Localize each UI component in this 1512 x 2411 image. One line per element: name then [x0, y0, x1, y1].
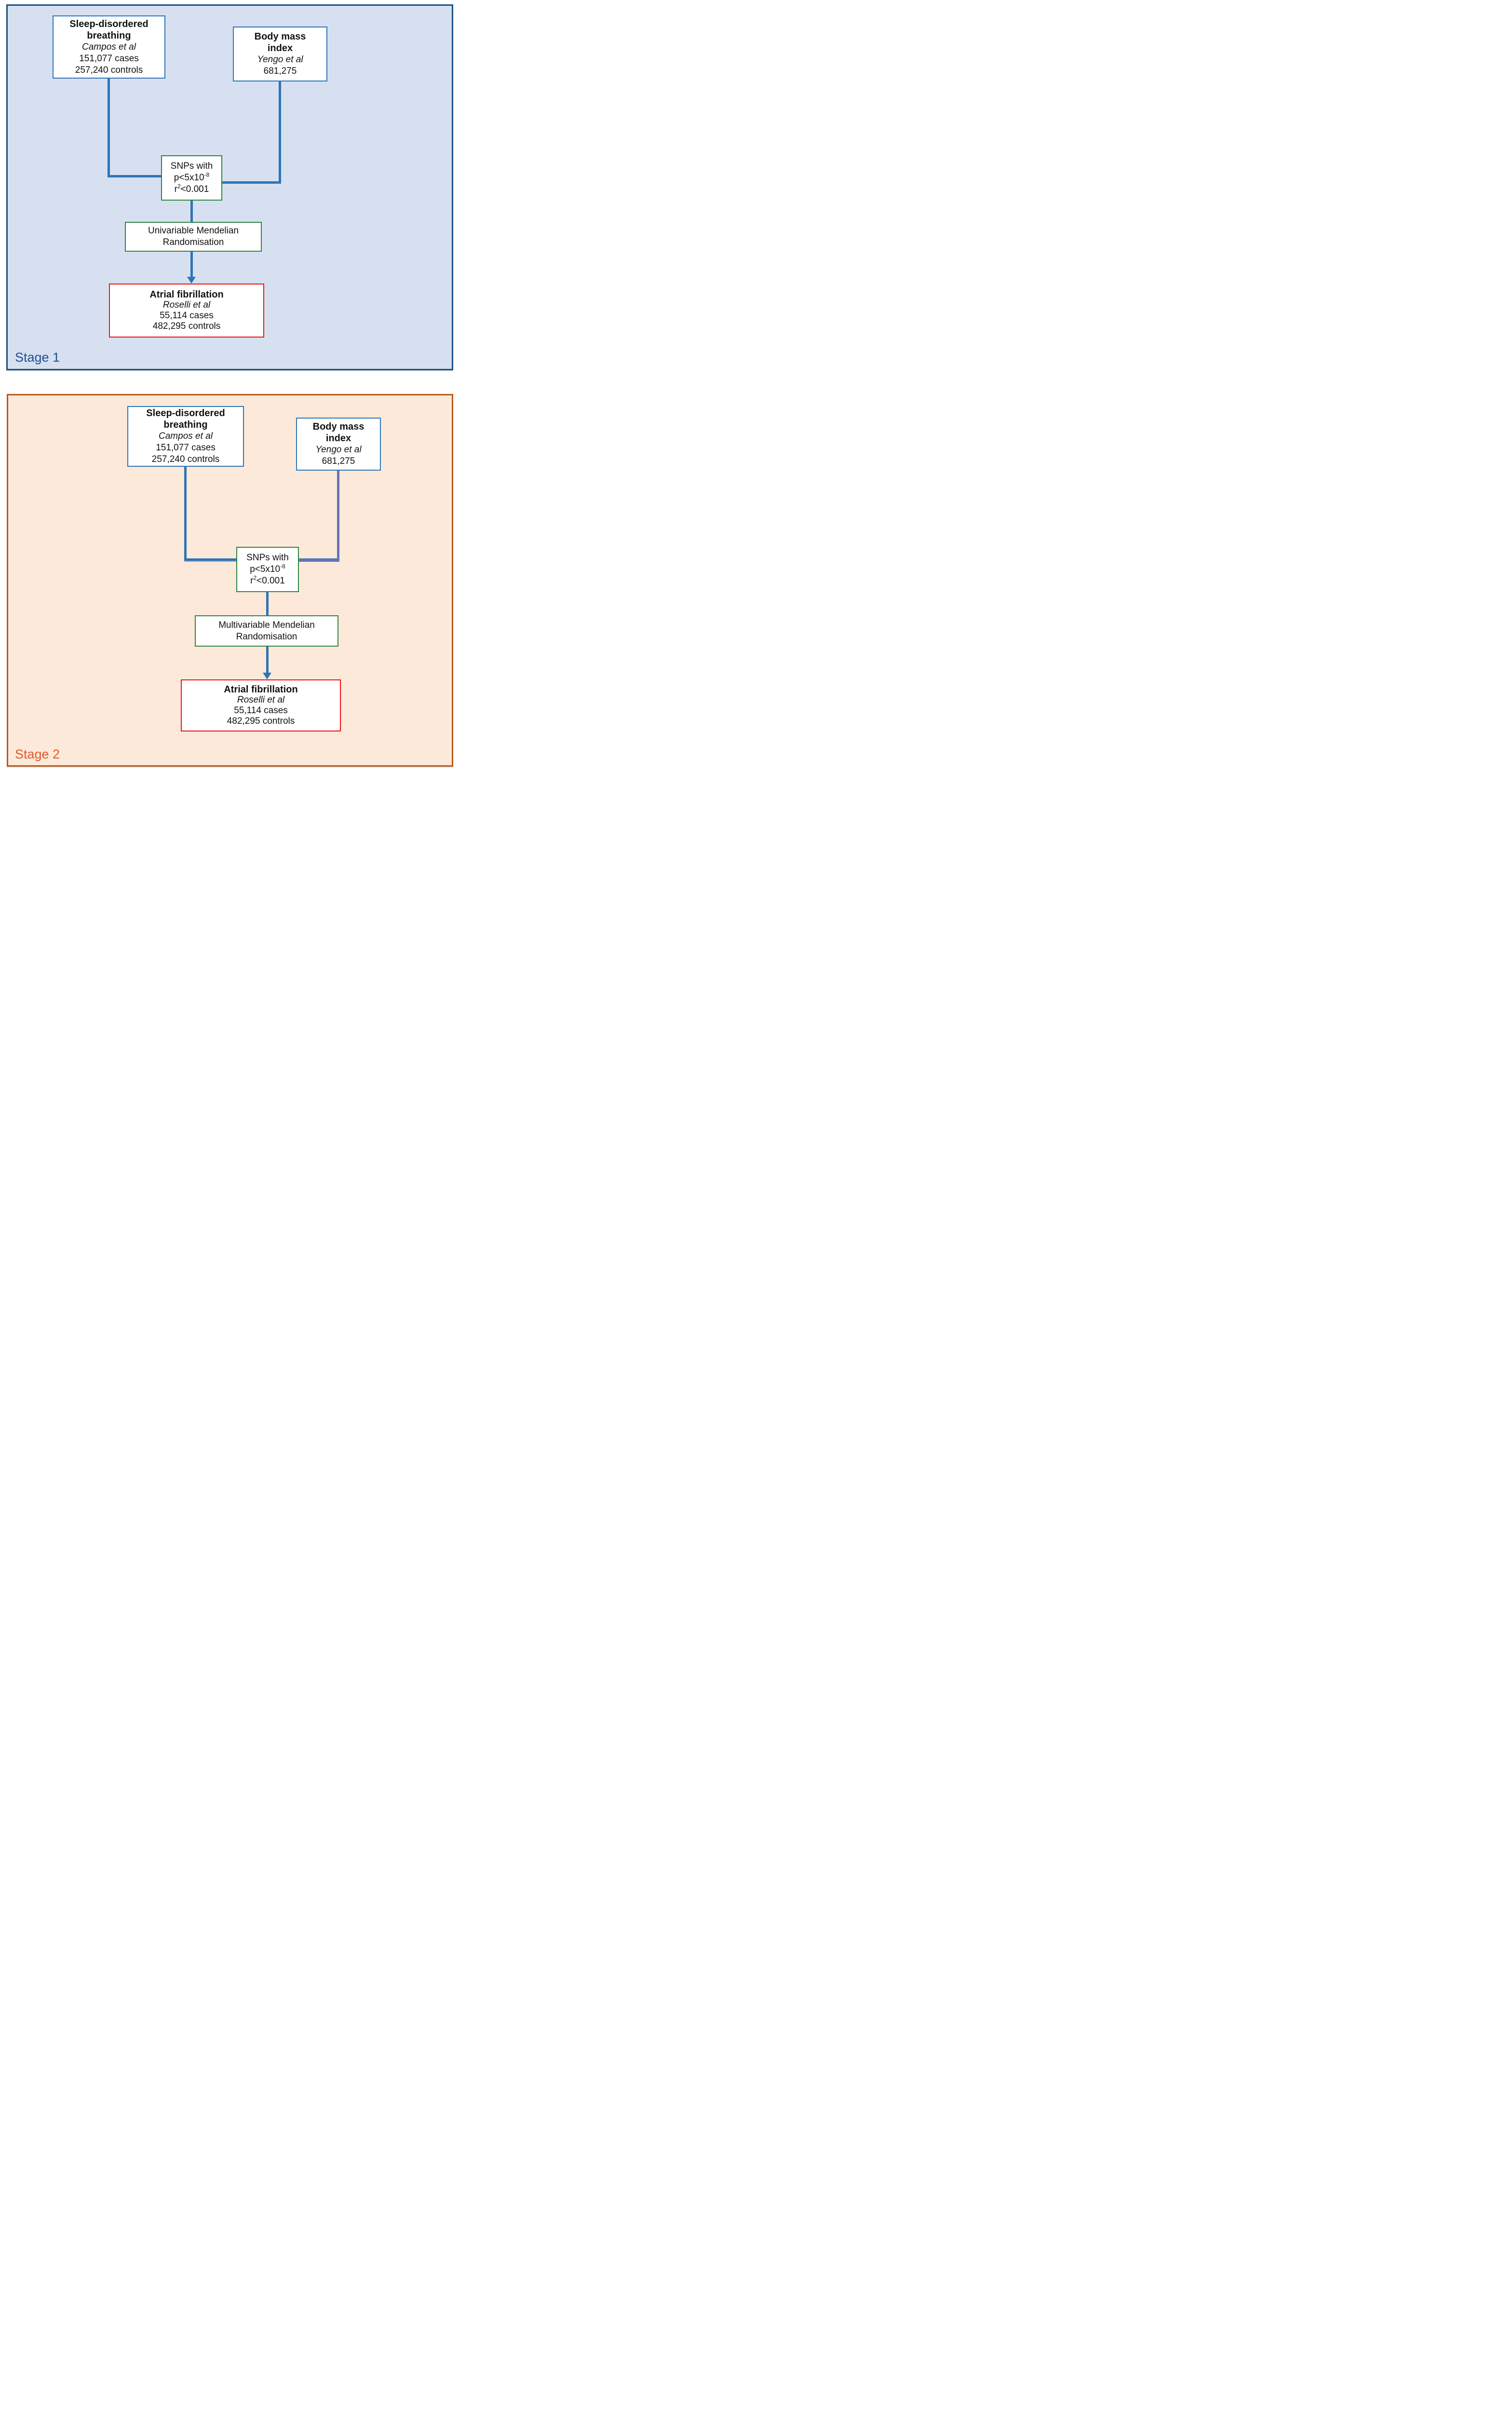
outcome-source: Roselli et al — [237, 695, 285, 705]
connector-method-to-outcome — [266, 647, 269, 673]
snp-line1: SNPs with — [170, 161, 213, 171]
snp-line2: p<5x10-8 — [174, 171, 210, 183]
exposure-n: 681,275 — [263, 66, 297, 76]
exposure-source: Campos et al — [159, 431, 213, 441]
connector-bmi-to-snps-vertical — [337, 471, 339, 561]
snp-line3: r2<0.001 — [174, 183, 209, 194]
atrial-fibrillation-box: Atrial fibrillation Roselli et al 55,114… — [181, 679, 341, 731]
snp-filter-box: SNPs with p<5x10-8 r2<0.001 — [236, 547, 299, 592]
outcome-controls: 482,295 controls — [152, 321, 221, 331]
connector-sleep-to-snps-horizontal — [184, 558, 236, 562]
exposure-controls: 257,240 controls — [75, 65, 143, 75]
connector-snps-to-method — [190, 201, 193, 222]
exposure-title: Sleep-disordered breathing — [146, 408, 225, 430]
multivariable-mr-box: Multivariable Mendelian Randomisation — [195, 615, 338, 647]
connector-bmi-to-snps-horizontal — [299, 558, 339, 562]
exposure-title: Body mass index — [312, 421, 364, 444]
connector-method-to-outcome — [190, 252, 193, 277]
atrial-fibrillation-box: Atrial fibrillation Roselli et al 55,114… — [109, 284, 264, 338]
exposure-title: Sleep-disordered breathing — [69, 18, 148, 41]
exposure-controls: 257,240 controls — [151, 454, 220, 464]
body-mass-index-box: Body mass index Yengo et al 681,275 — [296, 418, 381, 471]
connector-sleep-to-snps-vertical — [108, 79, 110, 177]
connector-sleep-to-snps-vertical — [184, 467, 187, 561]
stage1-label: Stage 1 — [15, 350, 60, 365]
body-mass-index-box: Body mass index Yengo et al 681,275 — [233, 27, 327, 81]
connector-sleep-to-snps-horizontal — [108, 175, 161, 177]
superscript: 2 — [253, 574, 257, 582]
sleep-disordered-breathing-box: Sleep-disordered breathing Campos et al … — [127, 406, 244, 467]
superscript: 2 — [177, 183, 181, 190]
connector-bmi-to-snps-vertical — [279, 81, 281, 184]
exposure-cases: 151,077 cases — [156, 443, 216, 453]
univariable-mr-box: Univariable Mendelian Randomisation — [125, 222, 262, 252]
outcome-controls: 482,295 controls — [227, 716, 295, 726]
outcome-cases: 55,114 cases — [160, 311, 214, 321]
superscript: -8 — [204, 171, 210, 178]
stage1-panel: Sleep-disordered breathing Campos et al … — [6, 4, 453, 370]
connector-bmi-to-snps-horizontal — [222, 181, 281, 184]
outcome-cases: 55,114 cases — [234, 705, 288, 716]
exposure-source: Yengo et al — [315, 445, 362, 455]
arrowhead-icon — [187, 277, 196, 284]
superscript: -8 — [280, 563, 285, 570]
exposure-source: Yengo et al — [257, 54, 303, 65]
snp-line3: r2<0.001 — [250, 574, 285, 586]
exposure-source: Campos et al — [82, 41, 136, 52]
connector-snps-to-method — [266, 592, 269, 615]
snp-line1: SNPs with — [246, 553, 289, 563]
exposure-cases: 151,077 cases — [79, 53, 139, 64]
outcome-title: Atrial fibrillation — [224, 684, 298, 695]
method-text: Multivariable Mendelian Randomisation — [218, 620, 315, 642]
stage2-label: Stage 2 — [15, 747, 60, 761]
exposure-n: 681,275 — [322, 456, 355, 466]
snp-filter-box: SNPs with p<5x10-8 r2<0.001 — [161, 155, 222, 201]
stage2-panel: Sleep-disordered breathing Campos et al … — [7, 394, 453, 767]
exposure-title: Body mass index — [254, 31, 306, 54]
outcome-title: Atrial fibrillation — [149, 289, 224, 300]
arrowhead-icon — [263, 673, 271, 679]
outcome-source: Roselli et al — [162, 300, 211, 310]
sleep-disordered-breathing-box: Sleep-disordered breathing Campos et al … — [53, 15, 165, 79]
snp-line2: p<5x10-8 — [250, 563, 285, 574]
method-text: Univariable Mendelian Randomisation — [148, 226, 239, 247]
